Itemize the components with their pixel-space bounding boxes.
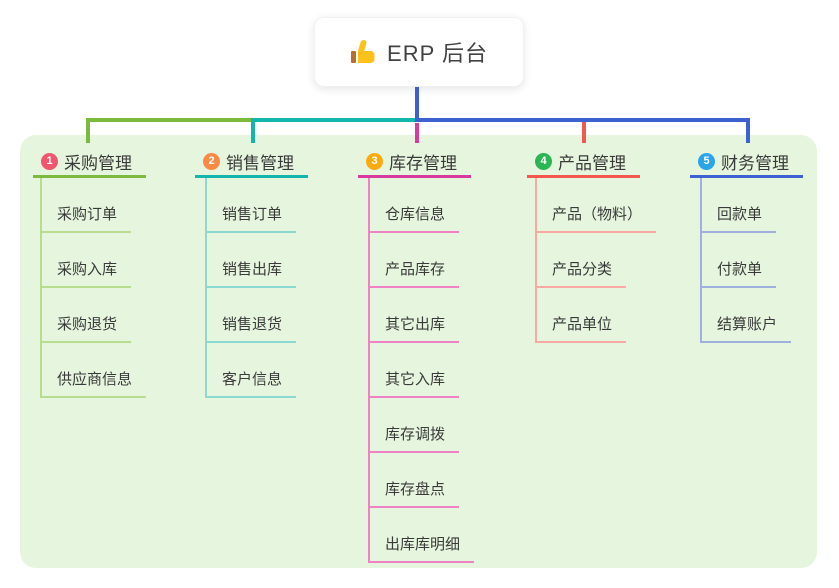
child-node[interactable]: 产品单位: [535, 307, 627, 343]
child-node[interactable]: 其它出库: [368, 307, 460, 343]
branch-label: 采购管理: [64, 154, 132, 173]
branch-index-badge: 1: [41, 153, 58, 170]
child-node[interactable]: 采购退货: [40, 307, 132, 343]
child-node[interactable]: 采购订单: [40, 197, 132, 233]
branch-label: 产品管理: [558, 154, 626, 173]
branch-node-2[interactable]: 2 销售管理: [195, 148, 308, 178]
child-node[interactable]: 销售订单: [205, 197, 297, 233]
branch-node-5[interactable]: 5 财务管理: [690, 148, 803, 178]
branch-label: 销售管理: [226, 154, 294, 173]
branch-index-badge: 3: [366, 153, 383, 170]
child-node[interactable]: 销售出库: [205, 252, 297, 288]
root-label: ERP 后台: [387, 41, 488, 66]
branch-label: 库存管理: [389, 154, 457, 173]
child-node[interactable]: 客户信息: [205, 362, 297, 398]
child-node[interactable]: 结算账户: [700, 307, 792, 343]
child-connector-line: [700, 178, 702, 343]
branch-index-badge: 5: [698, 153, 715, 170]
child-node[interactable]: 销售退货: [205, 307, 297, 343]
child-node[interactable]: 回款单: [700, 197, 777, 233]
branch-label: 财务管理: [721, 154, 789, 173]
child-node[interactable]: 仓库信息: [368, 197, 460, 233]
branch-index-badge: 2: [203, 153, 220, 170]
child-node[interactable]: 产品（物料）: [535, 197, 657, 233]
child-connector-line: [368, 178, 370, 563]
child-node[interactable]: 库存调拨: [368, 417, 460, 453]
branch-node-1[interactable]: 1 采购管理: [33, 148, 146, 178]
child-node[interactable]: 采购入库: [40, 252, 132, 288]
child-connector-line: [205, 178, 207, 398]
branch-index-badge: 4: [535, 153, 552, 170]
mindmap-panel: [20, 135, 817, 568]
child-node[interactable]: 出库库明细: [368, 527, 475, 563]
child-node[interactable]: 产品库存: [368, 252, 460, 288]
child-node[interactable]: 产品分类: [535, 252, 627, 288]
branch-node-4[interactable]: 4 产品管理: [527, 148, 640, 178]
child-node[interactable]: 付款单: [700, 252, 777, 288]
root-node[interactable]: ERP 后台: [314, 17, 524, 87]
child-node[interactable]: 供应商信息: [40, 362, 147, 398]
child-node[interactable]: 库存盘点: [368, 472, 460, 508]
child-node[interactable]: 其它入库: [368, 362, 460, 398]
child-connector-line: [40, 178, 42, 398]
branch-node-3[interactable]: 3 库存管理: [358, 148, 471, 178]
child-connector-line: [535, 178, 537, 343]
thumbs-up-icon: [351, 39, 375, 63]
